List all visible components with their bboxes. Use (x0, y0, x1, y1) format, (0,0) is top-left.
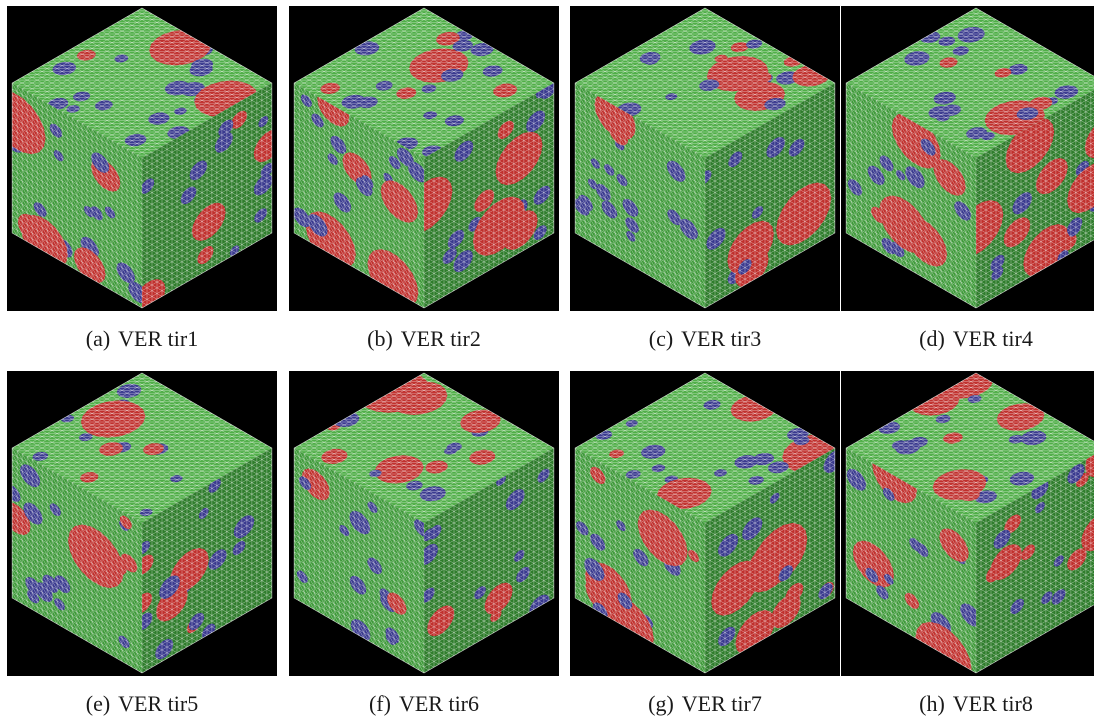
cube-outline (845, 372, 1094, 674)
cube-face (424, 83, 554, 308)
mesh-render (570, 371, 840, 676)
caption-label: VER tir3 (681, 326, 762, 351)
cube-face (976, 83, 1094, 308)
cube-face (976, 448, 1094, 673)
cube-mesh-image (7, 371, 277, 676)
caption-label: VER tir4 (952, 326, 1033, 351)
subfigure-caption: (f) VER tir6 (289, 691, 559, 717)
mesh-render (289, 6, 559, 311)
caption-label: VER tir5 (118, 691, 199, 716)
cube-face (424, 448, 554, 673)
cube-mesh-image (570, 6, 840, 311)
cube-face (12, 448, 142, 673)
cube-outline (574, 7, 836, 309)
caption-tag: (f) (368, 691, 391, 716)
caption-tag: (g) (648, 691, 674, 716)
caption-label: VER tir8 (952, 691, 1033, 716)
panel-g: (g) VER tir7 (570, 371, 840, 716)
mesh-render (570, 6, 840, 311)
caption-tag: (h) (919, 691, 945, 716)
mesh-render (841, 6, 1094, 311)
mesh-render (289, 371, 559, 676)
cube-outline (574, 372, 836, 674)
cube-face (12, 83, 142, 308)
subfigure-caption: (c) VER tir3 (570, 326, 840, 352)
cube-outline (11, 372, 273, 674)
panel-e: (e) VER tir5 (7, 371, 277, 716)
caption-label: VER tir6 (398, 691, 480, 716)
panel-c: (c) VER tir3 (570, 6, 840, 351)
cube-face (846, 8, 1094, 158)
cube-outline (11, 7, 273, 309)
caption-label: VER tir1 (118, 326, 199, 351)
subfigure-caption: (d) VER tir4 (841, 326, 1094, 352)
panel-f: (f) VER tir6 (289, 371, 559, 716)
subfigure-caption: (e) VER tir5 (7, 691, 277, 717)
subfigure-caption: (a) VER tir1 (7, 326, 277, 352)
caption-tag: (e) (85, 691, 111, 716)
caption-label: VER tir2 (400, 326, 481, 351)
caption-tag: (b) (367, 326, 393, 351)
cube-mesh-image (841, 371, 1094, 676)
subfigure-caption: (g) VER tir7 (570, 691, 840, 717)
cube-mesh-image (841, 6, 1094, 311)
caption-tag: (d) (919, 326, 945, 351)
cube-outline (293, 7, 555, 309)
caption-tag: (c) (648, 326, 674, 351)
panel-b: (b) VER tir2 (289, 6, 559, 351)
subfigure-caption: (h) VER tir8 (841, 691, 1094, 717)
panel-h: (h) VER tir8 (841, 371, 1094, 716)
panel-a: (a) VER tir1 (7, 6, 277, 351)
cube-mesh-image (289, 6, 559, 311)
cube-outline (845, 7, 1094, 309)
mesh-render (7, 371, 277, 676)
panel-d: (d) VER tir4 (841, 6, 1094, 351)
cube-mesh-image (289, 371, 559, 676)
cube-outline (293, 372, 555, 674)
cube-mesh-image (7, 6, 277, 311)
mesh-render (7, 6, 277, 311)
caption-tag: (a) (85, 326, 111, 351)
subfigure-caption: (b) VER tir2 (289, 326, 559, 352)
cube-mesh-image (570, 371, 840, 676)
mesh-render (841, 371, 1094, 676)
caption-label: VER tir7 (681, 691, 762, 716)
